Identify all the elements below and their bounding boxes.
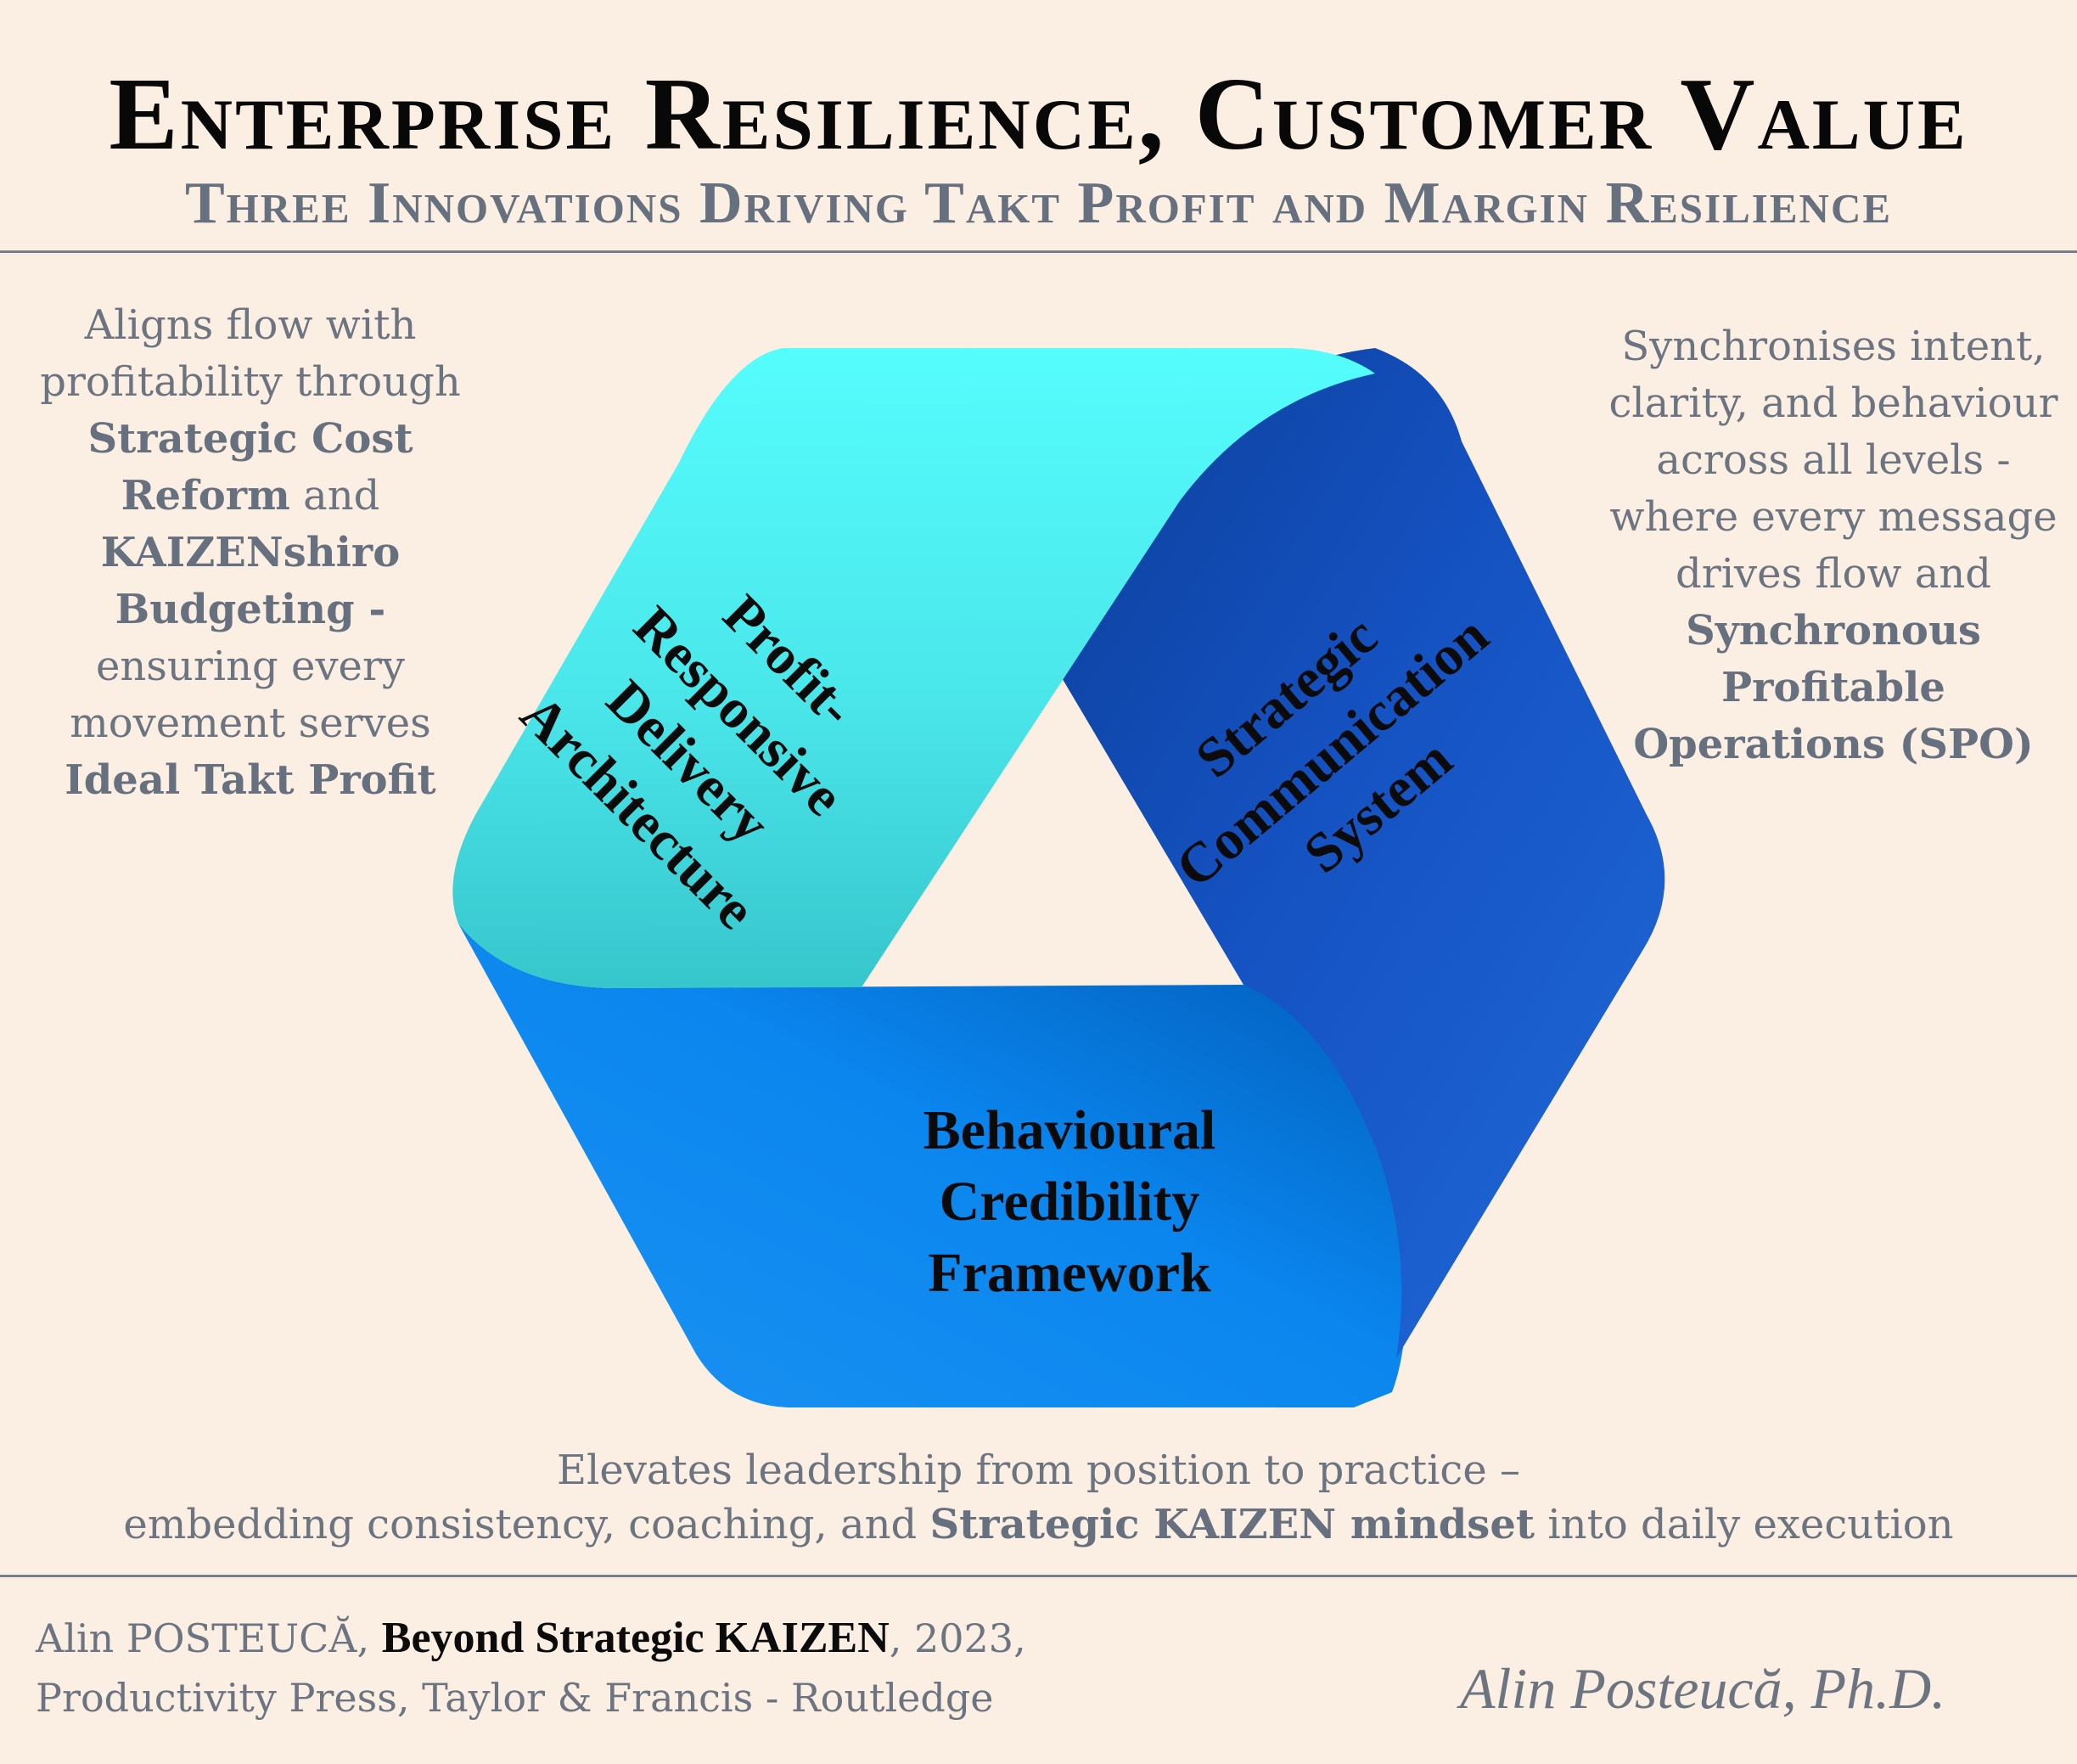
right-desc-text-1: Synchronises intent, clarity, and behavi… <box>1608 323 2058 598</box>
right-desc-bold-1: Synchronous Profitable Operations (SPO) <box>1633 607 2034 768</box>
left-desc-bold-3: Ideal Takt Profit <box>65 756 436 804</box>
citation-book: Beyond Strategic KAIZEN <box>381 1614 890 1662</box>
left-segment <box>452 348 1376 988</box>
bottom-segment <box>458 924 1406 1408</box>
citation-publisher: Productivity Press, Taylor & Francis - R… <box>36 1675 994 1721</box>
left-desc-text-2: and <box>303 472 380 520</box>
left-desc-text-3: ensuring every movement serves <box>70 643 431 747</box>
bottom-desc-line-2: embedding consistency, coaching, and Str… <box>0 1497 2077 1552</box>
left-description: Aligns flow with profitability through S… <box>30 297 471 809</box>
citation: Alin POSTEUCĂ, Beyond Strategic KAIZEN, … <box>36 1609 1026 1727</box>
left-desc-text-1: Aligns flow with profitability through <box>40 301 461 406</box>
citation-year: , 2023, <box>889 1615 1026 1661</box>
bottom-label-line-1: Behavioural <box>923 1099 1216 1161</box>
right-segment <box>1053 348 1665 1358</box>
bottom-desc-text-3: into daily execution <box>1547 1501 1954 1548</box>
bottom-segment-label: Behavioural Credibility Framework <box>849 1095 1290 1309</box>
bottom-description: Elevates leadership from position to pra… <box>0 1443 2077 1552</box>
citation-line-1: Alin POSTEUCĂ, Beyond Strategic KAIZEN, … <box>36 1609 1026 1668</box>
left-desc-bold-2: KAIZENshiro Budgeting - <box>100 529 401 633</box>
right-description: Synchronises intent, clarity, and behavi… <box>1596 318 2071 773</box>
bottom-label-line-2: Credibility <box>939 1171 1200 1233</box>
bottom-desc-bold-1: Strategic KAIZEN mindset <box>929 1501 1535 1548</box>
bottom-divider <box>0 1575 2077 1577</box>
page-subtitle: Three Innovations Driving Takt Profit an… <box>184 171 1893 236</box>
bottom-desc-text-2: embedding consistency, coaching, and <box>123 1501 918 1548</box>
bottom-label-line-3: Framework <box>928 1242 1211 1304</box>
author-signature: Alin Posteucă, Ph.D. <box>1460 1656 1946 1721</box>
top-divider <box>0 250 2077 253</box>
citation-author: Alin POSTEUCĂ, <box>36 1615 370 1661</box>
left-desc-bold-1: Strategic Cost Reform <box>87 415 413 520</box>
page-title: Enterprise Resilience, Customer Value <box>109 57 1968 171</box>
bottom-desc-line-1: Elevates leadership from position to pra… <box>557 1447 1520 1494</box>
